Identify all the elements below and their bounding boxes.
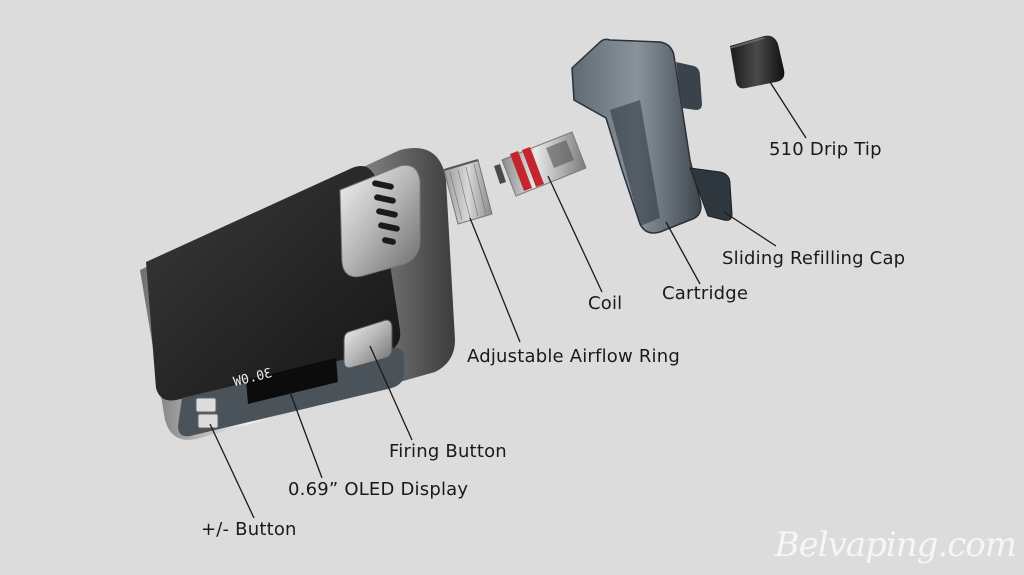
leader-plus-minus <box>209 423 255 519</box>
airflow-ring <box>443 159 493 225</box>
label-coil: Coil <box>588 293 623 314</box>
label-drip-tip: 510 Drip Tip <box>769 139 882 160</box>
leader-oled-display <box>289 391 323 479</box>
oled-screen <box>246 358 338 404</box>
mod-body <box>140 148 455 440</box>
leader-firing-button <box>369 345 413 441</box>
drip-tip <box>729 35 785 89</box>
coil <box>494 131 587 197</box>
leader-drip-tip <box>769 81 807 139</box>
label-cartridge: Cartridge <box>662 283 749 304</box>
watermark: Belvaping.com <box>774 525 1017 565</box>
label-plus-minus-button: +/- Button <box>201 519 297 540</box>
label-sliding-refilling-cap: Sliding Refilling Cap <box>722 248 906 269</box>
leader-cartridge <box>665 221 701 285</box>
leader-coil <box>547 175 603 293</box>
plus-button <box>195 397 217 413</box>
firing-button <box>343 319 393 369</box>
label-oled-display: 0.69” OLED Display <box>288 479 469 500</box>
leader-sliding-cap <box>723 211 777 247</box>
vent-slots <box>372 180 400 245</box>
leader-airflow-ring <box>469 217 521 343</box>
minus-button <box>197 413 219 429</box>
cartridge <box>571 38 702 234</box>
sliding-refilling-cap <box>689 167 733 221</box>
leader-lines <box>209 81 807 519</box>
label-airflow-ring: Adjustable Airflow Ring <box>467 346 680 367</box>
label-firing-button: Firing Button <box>389 441 507 462</box>
